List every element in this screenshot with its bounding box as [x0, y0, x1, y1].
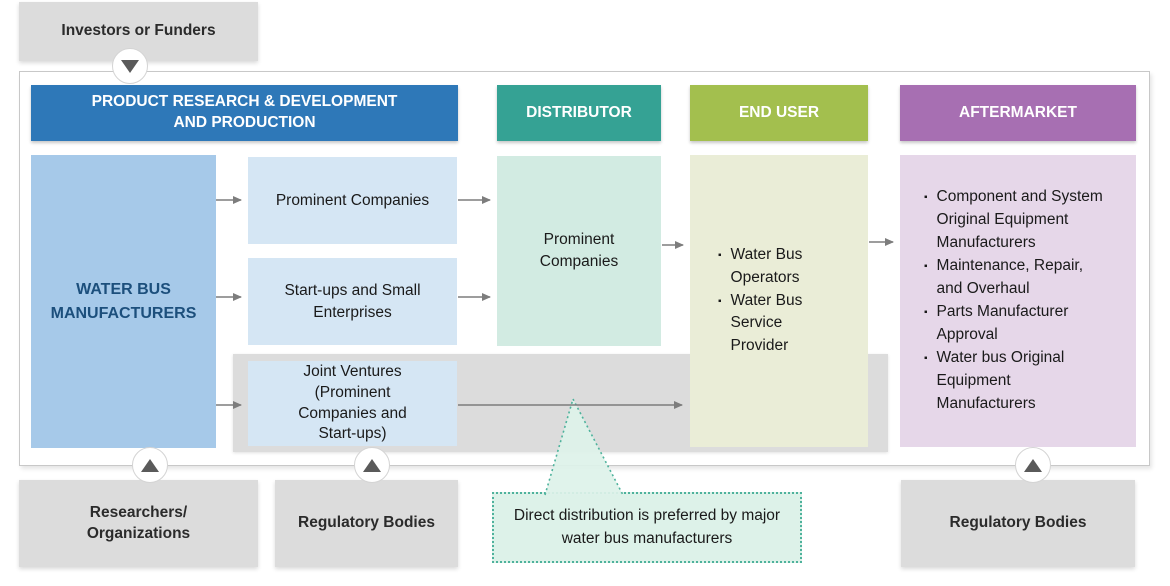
up-triangle-icon — [141, 458, 159, 472]
connector-circle-regulatory-left — [354, 447, 390, 483]
prominent-companies-box: Prominent Companies — [248, 157, 457, 244]
connector-circle-regulatory-right — [1015, 447, 1051, 483]
aftermarket-item-label: Parts Manufacturer Approval — [936, 303, 1069, 343]
list-item: ▪ Maintenance, Repair, and Overhaul — [924, 255, 1136, 301]
researchers-label: Researchers/ Organizations — [86, 503, 191, 542]
regulatory-bodies-right-box: Regulatory Bodies — [901, 480, 1135, 567]
regulatory-bodies-right-label: Regulatory Bodies — [949, 514, 1087, 532]
header-product-rd-label: PRODUCT RESEARCH & DEVELOPMENT AND PRODU… — [91, 93, 398, 131]
distributor-prominent-box: Prominent Companies — [497, 156, 661, 346]
end-user-list: ▪ Water Bus Operators ▪ Water Bus Servic… — [690, 155, 868, 447]
aftermarket-item-label: Maintenance, Repair, and Overhaul — [936, 257, 1084, 298]
up-triangle-icon — [363, 458, 381, 472]
startups-box: Start-ups and Small Enterprises — [248, 258, 457, 345]
aftermarket-item-label: Component and System Original Equipment … — [936, 188, 1103, 252]
bullet-icon: ▪ — [924, 307, 928, 318]
list-item: ▪ Water Bus Operators — [718, 244, 868, 290]
startups-label: Start-ups and Small Enterprises — [284, 281, 421, 321]
list-item: ▪ Water Bus Service Provider — [718, 290, 868, 359]
header-end-user-label: END USER — [738, 103, 820, 121]
header-aftermarket: AFTERMARKET — [900, 85, 1136, 141]
bullet-icon: ▪ — [924, 192, 928, 204]
up-triangle-icon — [1024, 458, 1042, 472]
header-distributor: DISTRIBUTOR — [497, 85, 661, 141]
investors-label: Investors or Funders — [61, 22, 216, 40]
prominent-companies-label: Prominent Companies — [275, 191, 430, 209]
regulatory-bodies-left-box: Regulatory Bodies — [275, 480, 458, 567]
aftermarket-list: ▪ Component and System Original Equipmen… — [900, 155, 1136, 447]
header-distributor-label: DISTRIBUTOR — [526, 103, 632, 121]
researchers-box: Researchers/ Organizations — [19, 480, 258, 567]
list-item: ▪ Water bus Original Equipment Manufactu… — [924, 347, 1136, 416]
header-product-rd: PRODUCT RESEARCH & DEVELOPMENT AND PRODU… — [31, 85, 458, 141]
callout-box: Direct distribution is preferred by majo… — [492, 492, 802, 563]
connector-circle-top — [112, 48, 148, 84]
bullet-icon: ▪ — [718, 295, 722, 307]
bullet-icon: ▪ — [924, 261, 928, 273]
list-item: ▪ Component and System Original Equipmen… — [924, 186, 1136, 255]
bullet-icon: ▪ — [924, 352, 928, 364]
list-item: ▪ Parts Manufacturer Approval — [924, 301, 1136, 347]
regulatory-bodies-left-label: Regulatory Bodies — [298, 514, 435, 532]
bullet-icon: ▪ — [718, 249, 722, 261]
aftermarket-box: ▪ Component and System Original Equipmen… — [900, 155, 1136, 447]
distributor-prominent-label: Prominent Companies — [539, 231, 619, 270]
end-user-item-label: Water Bus Operators — [730, 245, 803, 286]
header-end-user: END USER — [690, 85, 868, 141]
connector-circle-researchers — [132, 447, 168, 483]
joint-ventures-label: Joint Ventures (Prominent Companies and … — [298, 362, 407, 443]
aftermarket-item-label: Water bus Original Equipment Manufacture… — [936, 348, 1065, 412]
manufacturers-box: WATER BUS MANUFACTURERS — [31, 155, 216, 448]
header-aftermarket-label: AFTERMARKET — [959, 103, 1077, 121]
end-user-item-label: Water Bus Service Provider — [730, 291, 803, 355]
manufacturers-label: WATER BUS MANUFACTURERS — [50, 281, 197, 322]
callout-text: Direct distribution is preferred by majo… — [513, 507, 781, 547]
down-triangle-icon — [121, 59, 139, 73]
end-user-box: ▪ Water Bus Operators ▪ Water Bus Servic… — [690, 155, 868, 447]
joint-ventures-box: Joint Ventures (Prominent Companies and … — [248, 361, 457, 446]
